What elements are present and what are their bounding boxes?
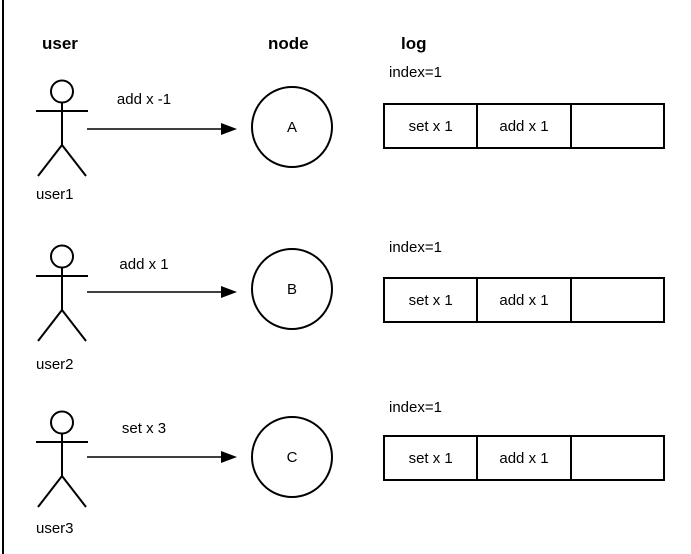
arrow-right-icon [87,451,237,463]
column-header-node: node [268,34,309,53]
log-index-label: index=1 [389,399,442,416]
log-cell: set x 1 [408,117,453,135]
node-circle: A [251,86,333,168]
command-label: add x -1 [116,91,172,108]
log-table: set x 1 add x 1 [383,103,665,149]
canvas-left-edge-line [2,0,4,554]
log-cell: add x 1 [476,437,569,479]
column-header-log: log [401,34,427,53]
node-label: B [286,280,297,298]
node-circle: C [251,416,333,498]
user-label: user2 [36,356,74,373]
log-index-label: index=1 [389,239,442,256]
log-cell: set x 1 [408,291,453,309]
log-table: set x 1 add x 1 [383,277,665,323]
command-label: add x 1 [119,256,169,273]
stick-figure-icon [36,244,88,342]
user-label: user1 [36,186,74,203]
node-circle: B [251,248,333,330]
log-table: set x 1 add x 1 [383,435,665,481]
log-cell [569,279,663,321]
arrow-right-icon [87,286,237,298]
node-label: C [286,448,298,466]
stick-figure-icon [36,410,88,508]
stick-figure-icon [36,79,88,177]
log-index-label: index=1 [389,64,442,81]
node-label: A [286,118,297,136]
log-cell [569,437,663,479]
log-cell: add x 1 [476,279,569,321]
user-label: user3 [36,520,74,537]
log-cell [569,105,663,147]
log-cell: set x 1 [408,449,453,467]
arrow-right-icon [87,123,237,135]
column-header-user: user [42,34,78,53]
log-cell: add x 1 [476,105,569,147]
command-label: set x 3 [121,420,167,437]
